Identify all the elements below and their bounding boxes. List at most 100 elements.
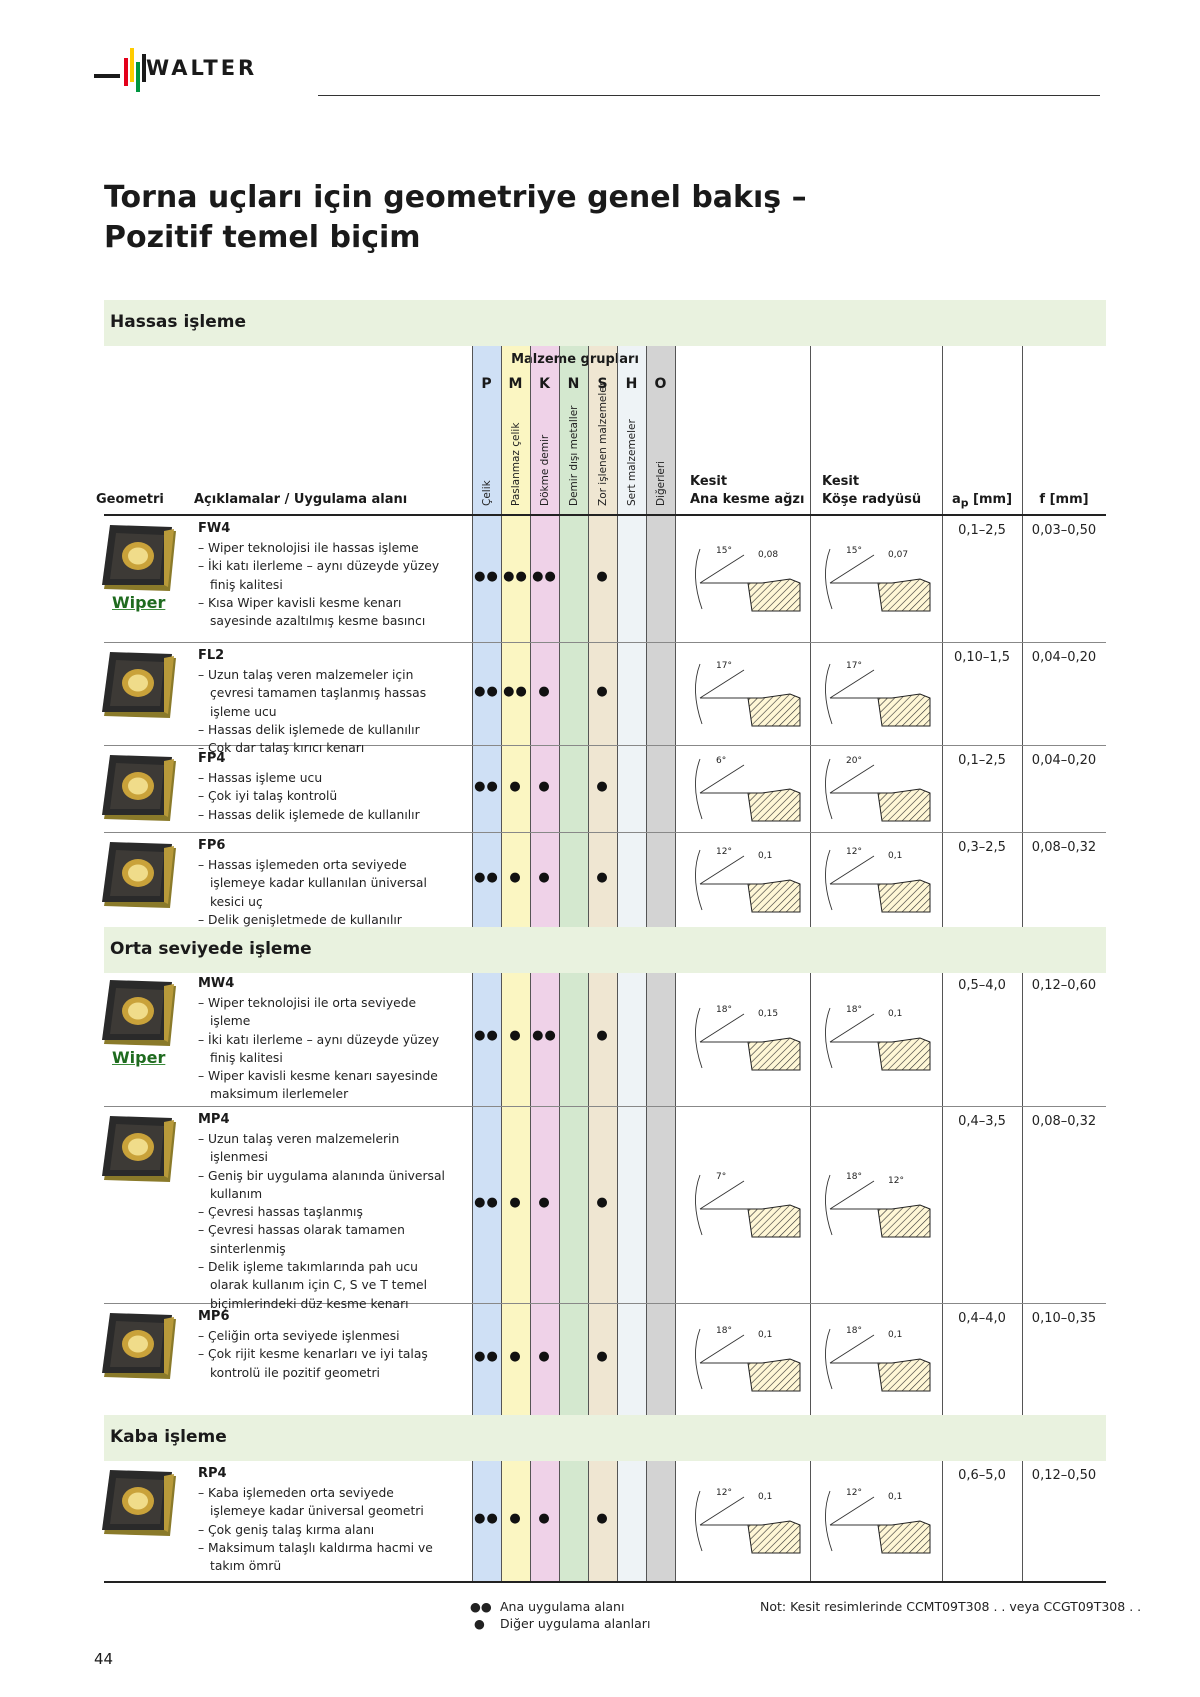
section-title: Hassas işleme [110,312,246,332]
description-line: – Kısa Wiper kavisli kesme kenarı sayesi… [198,595,426,629]
cross-section-sketch: 18°0,1 [818,1319,936,1397]
geometry-description: – Kaba işlemeden orta seviyede işlemeye … [198,1484,450,1575]
description-line: – Delik genişletmede de kullanılır [198,912,402,927]
column-divider [617,1461,618,1581]
sketch-dimension-label: 0,08 [758,550,778,560]
material-column-k [530,1461,559,1581]
material-column-n [559,346,588,927]
material-groups-title: Malzeme grupları [511,352,639,367]
sketch-dimension-label: 0,1 [888,1009,902,1019]
row-divider [104,832,1106,833]
sketch-angle-label: 15° [846,546,862,556]
wiper-label: Wiper [112,593,166,612]
description-line: – Delik işleme takımlarında pah ucu olar… [198,1260,428,1311]
material-mark-p: ●● [474,1028,499,1043]
geometry-description: – Wiper teknolojisi ile orta seviyede iş… [198,994,450,1104]
sketch-dimension-label: 0,1 [758,851,772,861]
geometry-description: – Uzun talaş veren malzemelerin işlenmes… [198,1130,450,1313]
sketch-angle-label: 7° [716,1172,726,1182]
material-column-p [472,346,501,927]
column-divider [530,346,531,927]
material-column-s [588,1461,617,1581]
description-line: – Hassas delik işlemede de kullanılır [198,807,420,822]
material-name: Demir dışı metaller [559,396,588,506]
insert-icon [98,978,180,1050]
ap-value: 0,1–2,5 [958,753,1006,768]
f-value: 0,08–0,32 [1031,840,1097,855]
sketch-angle-label: 18° [716,1005,732,1015]
material-mark-m: ● [509,1194,522,1210]
header-description: Açıklamalar / Uygulama alanı [194,492,408,507]
column-divider [810,346,811,927]
column-divider [942,973,943,1415]
sketch-dimension-label: 0,1 [888,1330,902,1340]
ap-value: 0,4–3,5 [958,1114,1006,1129]
material-mark-m: ● [509,1349,522,1364]
header-ap-part: [mm] [968,492,1013,507]
sketch-angle-label: 18° [846,1172,862,1182]
description-line: – Çok geniş talaş kırma alanı [198,1522,375,1537]
ap-value: 0,10–1,5 [953,650,1011,665]
material-mark-m: ●● [503,568,528,584]
material-column-h [617,1461,646,1581]
sketch-angle-label: 12° [716,1488,732,1498]
column-divider [530,973,531,1415]
header-f: f [mm] [1039,492,1089,507]
description-line: – Maksimum talaşlı kaldırma hacmi ve tak… [198,1540,433,1574]
material-mark-k: ●● [532,1028,557,1043]
material-mark-p: ●● [474,869,499,885]
column-divider [617,973,618,1415]
sketch-angle-label: 18° [716,1326,732,1336]
material-mark-s: ● [596,778,609,794]
f-value: 0,12–0,60 [1031,978,1097,993]
legend-double-symbol: ●● [470,1599,492,1614]
insert-icon [98,650,180,722]
legend-single: Diğer uygulama alanları [500,1616,651,1631]
cross-section-sketch: 12°0,1 [818,1481,936,1559]
column-divider [588,346,589,927]
f-value: 0,03–0,50 [1031,523,1097,538]
ap-value: 0,4–4,0 [958,1311,1006,1326]
column-divider [942,346,943,927]
cross-section-sketch: 18°12° [818,1165,936,1243]
sketch-angle-label: 12° [846,847,862,857]
sketch-angle-label: 15° [716,546,732,556]
material-mark-s: ● [596,1028,609,1043]
material-mark-m: ●● [503,683,528,699]
geometry-code: MW4 [198,976,235,991]
f-value: 0,10–0,35 [1031,1311,1097,1326]
column-divider [646,1461,647,1581]
insert-icon [98,840,180,912]
material-mark-p: ●● [474,568,499,584]
wiper-label: Wiper [112,1048,166,1067]
sketch-angle-label: 20° [846,756,862,766]
material-name-text: Paslanmaz çelik [510,422,522,506]
geometry-code: MP6 [198,1309,230,1324]
description-line: – İki katı ilerleme – aynı düzeyde yüzey… [198,559,440,592]
title-line-1: Torna uçları için geometriye genel bakış… [104,180,807,215]
sketch-angle-label: 6° [716,756,726,766]
sketch-dimension-label: 0,15 [758,1009,778,1019]
column-divider [559,973,560,1415]
material-mark-p: ●● [474,778,499,794]
material-column-s [588,346,617,927]
insert-icon [98,1114,180,1186]
geometry-description: – Wiper teknolojisi ile hassas işleme– İ… [198,539,450,630]
material-column-m [501,973,530,1415]
insert-icon [98,753,180,825]
cross-section-sketch: 17° [688,654,806,732]
material-mark-s: ● [596,869,609,885]
material-column-s [588,973,617,1415]
description-line: – Hassas delik işlemede de kullanılır [198,722,420,737]
column-divider [810,973,811,1415]
material-mark-m: ● [509,869,522,885]
description-line: – Hassas işlemeden orta seviyede işlemey… [198,858,427,909]
description-line: – İki katı ilerleme – aynı düzeyde yüzey… [198,1032,440,1065]
material-mark-k: ● [538,1349,551,1364]
cross-section-sketch: 15° 0,08 [688,539,806,617]
section-title: Kaba işleme [110,1427,227,1447]
row-divider [104,1106,1106,1107]
table-bottom-rule [104,1581,1106,1583]
brand-name: WALTER [146,56,258,80]
material-column-o [646,973,675,1415]
